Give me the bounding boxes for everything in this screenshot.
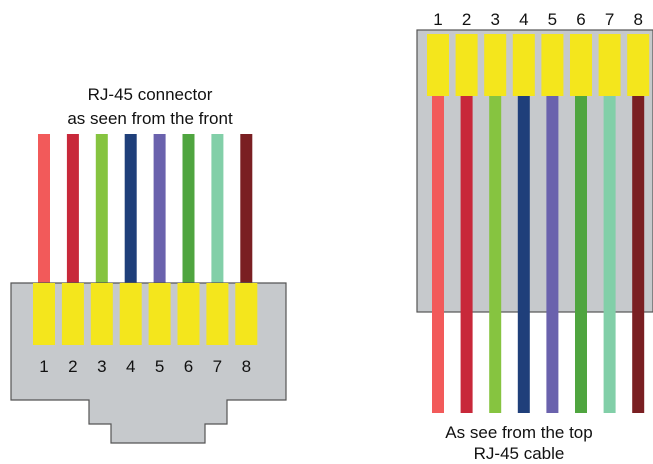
front-contact-8 [235, 283, 258, 345]
top-contact-3 [484, 34, 507, 96]
top-pin-label-3: 3 [490, 10, 499, 29]
front-wire-1 [38, 134, 50, 286]
front-contact-2 [61, 283, 84, 345]
top-contact-7 [598, 34, 621, 96]
front-wire-3 [95, 134, 108, 286]
front-pin-label-5: 5 [155, 357, 164, 376]
top-pin-label-4: 4 [519, 10, 528, 29]
front-contact-5 [148, 283, 171, 345]
top-pin-label-6: 6 [576, 10, 585, 29]
top-wire-3 [489, 94, 502, 413]
top-wire-1 [432, 94, 444, 413]
front-pin-label-7: 7 [213, 357, 222, 376]
top-pin-label-1: 1 [433, 10, 442, 29]
front-contact-1 [33, 283, 55, 345]
front-contact-6 [177, 283, 200, 345]
front-caption-line1: RJ-45 connector [88, 85, 213, 104]
front-pin-label-2: 2 [68, 357, 77, 376]
front-contact-3 [90, 283, 113, 345]
front-wire-8 [240, 134, 253, 286]
front-wire-6 [182, 134, 195, 286]
top-contact-5 [541, 34, 564, 96]
top-caption-line2: RJ-45 cable [474, 444, 565, 463]
front-pin-label-8: 8 [242, 357, 251, 376]
top-pin-label-2: 2 [462, 10, 471, 29]
top-wire-8 [632, 94, 645, 413]
top-contacts [427, 34, 650, 96]
top-wire-7 [603, 94, 616, 413]
top-pin-label-8: 8 [633, 10, 642, 29]
top-contact-2 [455, 34, 478, 96]
top-caption-line1: As see from the top [445, 423, 592, 442]
front-pin-label-3: 3 [97, 357, 106, 376]
front-contacts [33, 283, 258, 345]
top-pin-label-7: 7 [605, 10, 614, 29]
front-view: RJ-45 connector as seen from the front 1… [10, 85, 287, 444]
front-wire-5 [153, 134, 166, 286]
front-contact-4 [119, 283, 142, 345]
top-wire-6 [575, 94, 587, 413]
front-wires [38, 134, 253, 286]
top-wires [432, 94, 645, 413]
top-contact-8 [627, 34, 650, 96]
top-contact-1 [427, 34, 449, 96]
front-contact-7 [206, 283, 229, 345]
front-wire-4 [124, 134, 137, 286]
top-pin-label-5: 5 [548, 10, 557, 29]
front-pin-label-6: 6 [184, 357, 193, 376]
front-pin-label-1: 1 [39, 357, 48, 376]
front-wire-2 [66, 134, 79, 286]
front-pin-label-4: 4 [126, 357, 135, 376]
top-contact-6 [570, 34, 592, 96]
front-pin-labels: 1 2 3 4 5 6 7 8 [39, 357, 251, 376]
front-wire-7 [211, 134, 224, 286]
top-wire-4 [517, 94, 530, 413]
top-contact-4 [512, 34, 535, 96]
front-caption-line2: as seen from the front [67, 109, 233, 128]
top-wire-5 [546, 94, 559, 413]
top-wire-2 [460, 94, 473, 413]
